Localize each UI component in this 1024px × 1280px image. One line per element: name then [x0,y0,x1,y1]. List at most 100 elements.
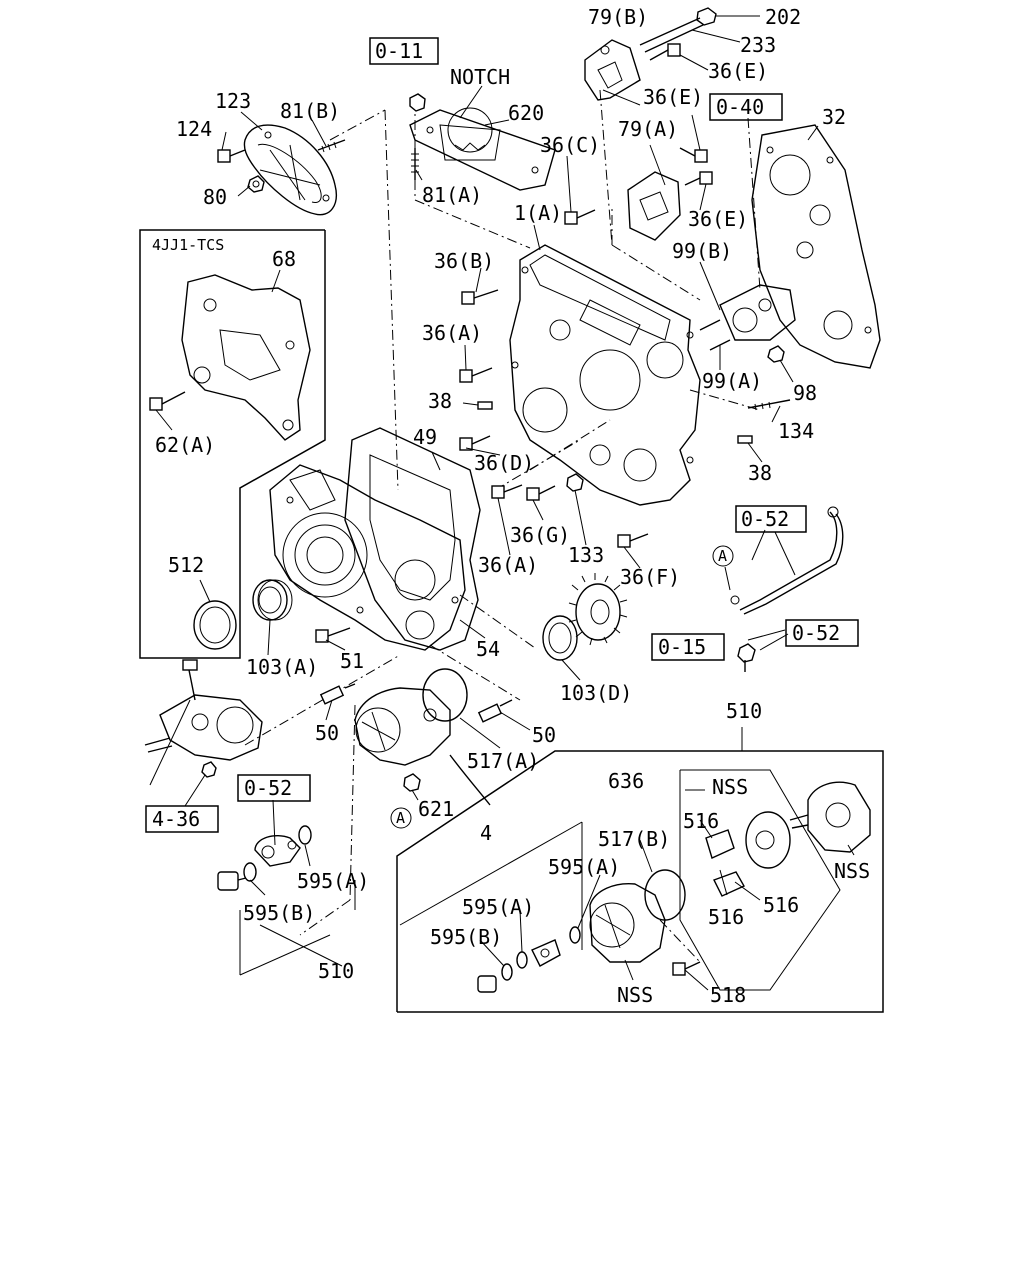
label-517b: 517(B) [598,827,670,851]
label-49: 49 [413,425,437,449]
label-595b-left: 595(B) [243,901,315,925]
part-516-vane-2[interactable] [713,871,745,897]
part-68-bracket[interactable] [181,274,311,441]
part-bolt-595b-right[interactable] [477,975,497,993]
part-134-stud[interactable] [747,399,791,411]
label-103a: 103(A) [246,655,318,679]
part-36e-bolt-2[interactable] [679,147,708,163]
part-nss-housing[interactable] [789,781,871,853]
svg-text:4JJ1-TCS: 4JJ1-TCS [152,236,224,254]
svg-text:0-40: 0-40 [716,95,764,119]
part-621-nut[interactable] [403,773,421,792]
part-50-fitting-right[interactable] [477,699,513,723]
part-36g-bolt[interactable] [526,485,556,501]
part-517b-oring[interactable] [644,869,686,921]
part-517a-oring[interactable] [422,668,468,722]
svg-text:0-15: 0-15 [658,635,706,659]
part-510-bolt-left[interactable] [217,871,247,891]
ref-box-0-52-left[interactable]: 0-52 [237,774,311,802]
part-133-nut[interactable] [566,473,584,492]
circle-a-marker-right: A [712,545,734,567]
part-vacuum-pump-kit[interactable] [589,883,666,963]
part-pump-4-36[interactable] [144,659,263,778]
label-36a-lower: 36(A) [478,553,538,577]
part-fitting-right[interactable] [531,939,561,967]
part-79a-bracket[interactable] [627,144,681,241]
part-103d-seal[interactable] [542,615,578,661]
part-98-nut[interactable] [767,345,785,363]
part-36b-bolt[interactable] [461,289,499,305]
label-36g: 36(G) [510,523,570,547]
label-510-left: 510 [318,959,354,983]
part-595a-washer-right[interactable] [569,926,581,944]
ref-box-0-52-right[interactable]: 0-52 [785,619,859,647]
label-79a: 79(A) [618,117,678,141]
part-80-nut[interactable] [247,175,265,193]
part-49-gasket[interactable] [344,427,481,651]
part-124-bolt[interactable] [217,149,246,163]
part-81b-stud[interactable] [317,139,346,153]
label-99b: 99(B) [672,239,732,263]
label-notch: NOTCH [450,65,510,89]
part-36c-bolt[interactable] [564,209,596,225]
part-54-front-cover[interactable] [269,464,466,651]
ref-box-0-52-top[interactable]: 0-52 [735,505,807,533]
part-0-11-nut[interactable] [409,93,426,112]
part-nss-rotor[interactable] [745,811,791,869]
leader-lines [149,15,855,991]
nss-subkit-frame [679,769,841,991]
part-595b-washer-right[interactable] [501,963,513,981]
part-103a-seal[interactable] [252,579,293,621]
circle-a-marker-left: A [390,807,412,829]
svg-text:0-11: 0-11 [375,39,423,63]
ref-box-0-11[interactable]: 0-11 [369,37,439,65]
part-233-bolt[interactable] [639,17,704,53]
part-36a-bolt-lower[interactable] [491,484,523,499]
part-32-plate[interactable] [751,124,881,369]
part-595a-washer-left[interactable] [298,825,312,845]
part-36d-bolt[interactable] [459,435,491,451]
part-99-pump-mount[interactable] [699,284,796,351]
part-36a-bolt-upper[interactable] [459,367,493,383]
part-36f-bolt[interactable] [617,533,649,548]
part-202-nut[interactable] [696,7,717,26]
label-595b-right: 595(B) [430,925,502,949]
part-38-pin-left[interactable] [477,401,493,410]
label-81b: 81(B) [280,99,340,123]
part-gear-0-15[interactable] [568,573,628,646]
part-123-cover[interactable] [243,124,337,216]
part-512-seal[interactable] [193,600,237,650]
part-38-pin-right[interactable] [737,435,753,444]
part-51-bolt[interactable] [315,627,351,643]
part-oil-pipe[interactable] [730,506,844,672]
part-595a-washer-right-2[interactable] [516,951,528,969]
part-vacuum-hose[interactable] [449,754,491,806]
label-nss-top: NSS [712,775,748,799]
part-79b-bracket[interactable] [584,39,641,101]
part-36e-bolt-3[interactable] [684,171,713,186]
label-233: 233 [740,33,776,57]
label-36f: 36(F) [620,565,680,589]
kit-4-frame [399,821,583,950]
part-1a-gear-case[interactable] [509,244,701,506]
label-620: 620 [508,101,544,125]
label-50-right: 50 [532,723,556,747]
part-516-vane-1[interactable] [705,829,735,859]
label-202: 202 [765,5,801,29]
part-0-52-banjo[interactable] [254,834,301,867]
svg-text:A: A [718,547,727,565]
part-81a-stud[interactable] [411,148,419,180]
ref-box-0-40[interactable]: 0-40 [709,93,783,121]
svg-text:0-52: 0-52 [792,621,840,645]
ref-box-0-15[interactable]: 0-15 [651,633,725,661]
part-36e-bolt-1[interactable] [649,43,681,61]
label-54: 54 [476,637,500,661]
label-62a: 62(A) [155,433,215,457]
part-595b-washer-left[interactable] [243,862,257,882]
part-620-gasket[interactable] [409,107,556,191]
ref-box-4-36[interactable]: 4-36 [145,805,219,833]
part-518-bolt[interactable] [672,961,701,976]
part-vacuum-pump-main[interactable] [354,687,451,766]
part-62a-bolt[interactable] [149,391,186,411]
part-50-fitting-left[interactable] [319,683,356,705]
